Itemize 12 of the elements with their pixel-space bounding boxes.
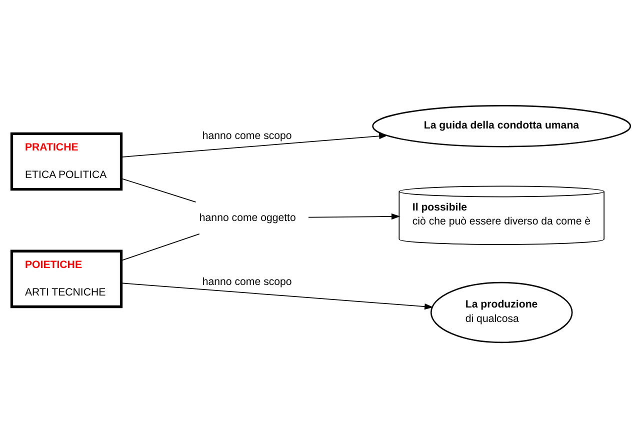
node-ellipse: La guida della condotta umana bbox=[372, 105, 632, 148]
arrow bbox=[308, 213, 400, 220]
node-text: hanno come oggetto bbox=[199, 212, 296, 224]
arrow bbox=[120, 132, 388, 158]
edge-label: hanno come scopo bbox=[202, 130, 292, 142]
connector bbox=[120, 178, 196, 202]
node-box: POIETICHE ARTI TECNICHE bbox=[10, 250, 123, 308]
connector bbox=[120, 234, 200, 261]
node-box: PRATICHE ETICA POLITICA bbox=[10, 132, 123, 191]
edge-label: hanno come scopo bbox=[202, 276, 292, 288]
arrow bbox=[120, 282, 434, 310]
node-ellipse: La produzione di qualcosa bbox=[430, 282, 573, 344]
